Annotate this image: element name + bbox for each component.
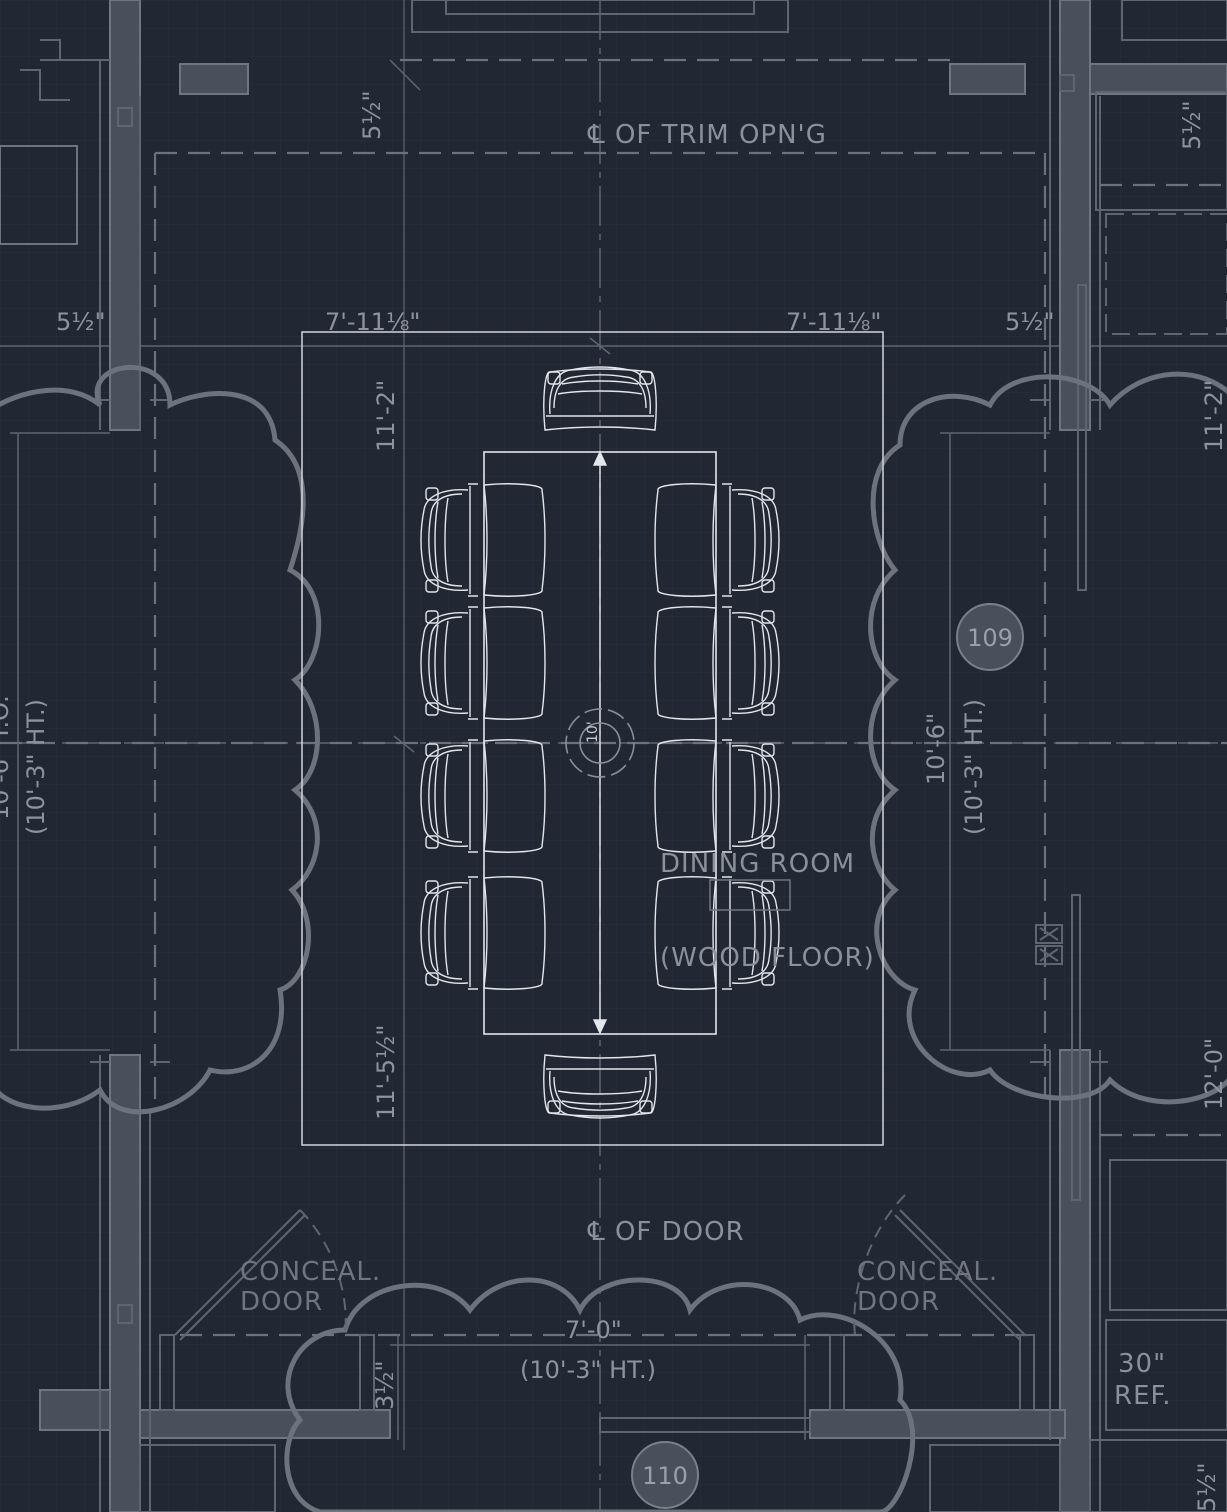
ref-size-label: 30": [1118, 1349, 1166, 1379]
dim-door-jamb: 3½": [371, 1360, 399, 1410]
conceal-door-right-line1: CONCEAL.: [857, 1257, 998, 1287]
dim-right-edge-11: 11'-2": [1200, 380, 1227, 452]
table-center-label: 10': [585, 721, 601, 743]
dim-door-ht: (10'-3" HT.): [520, 1356, 656, 1384]
trim-opening-label: ℄ OF TRIM OPN'G: [587, 120, 827, 150]
conceal-door-left-line2: DOOR: [240, 1287, 323, 1317]
switch-symbol: [1035, 924, 1063, 965]
dim-rug-right-width: 7'-11⅛": [786, 308, 881, 336]
dim-left-opening-ht: (10'-3" HT.): [22, 699, 50, 835]
conceal-door-left-line1: CONCEAL.: [240, 1257, 381, 1287]
door-swings: [159, 1194, 1035, 1433]
room-tag-number: 109: [967, 624, 1013, 652]
dim-top-left-wall: 5½": [56, 308, 106, 336]
area-rug: [301, 331, 884, 1146]
light-fixture-symbol: [565, 708, 635, 778]
dim-top-right-5-half: 5½": [1178, 100, 1206, 150]
conceal-door-right-line2: DOOR: [857, 1287, 940, 1317]
room-floor: (WOOD FLOOR): [660, 943, 875, 973]
dim-right-edge-bottom: 5½": [1193, 1462, 1221, 1512]
dim-rug-bottom-depth: 11'-5½": [372, 1025, 400, 1120]
dim-right-opening-ht: (10'-3" HT.): [960, 699, 988, 835]
dimension-lines: [10, 59, 1050, 1440]
dim-top-right-wall: 5½": [1005, 308, 1055, 336]
dim-top-left-5-half: 5½": [358, 90, 386, 140]
dim-right-edge-12: 12'-0": [1200, 1038, 1227, 1110]
dim-door-width: 7'-0": [565, 1316, 622, 1344]
room-tag-110[interactable]: 110: [631, 1441, 699, 1509]
room-tag-109[interactable]: 109: [956, 603, 1024, 671]
dim-rug-top-depth: 11'-2": [372, 380, 400, 452]
adjacent-room-tag-number: 110: [642, 1462, 688, 1490]
dim-left-opening: 10'-6" T.O.: [0, 695, 14, 820]
room-name: DINING ROOM: [660, 849, 855, 879]
dim-right-opening: 10'-6": [922, 713, 950, 785]
ref-label: REF.: [1114, 1381, 1172, 1411]
revision-clouds: [0, 365, 1227, 1512]
door-centerline-label: ℄ OF DOOR: [587, 1217, 745, 1247]
table-centerline-arrow: [592, 450, 608, 1035]
dim-rug-left-width: 7'-11⅛": [325, 308, 420, 336]
